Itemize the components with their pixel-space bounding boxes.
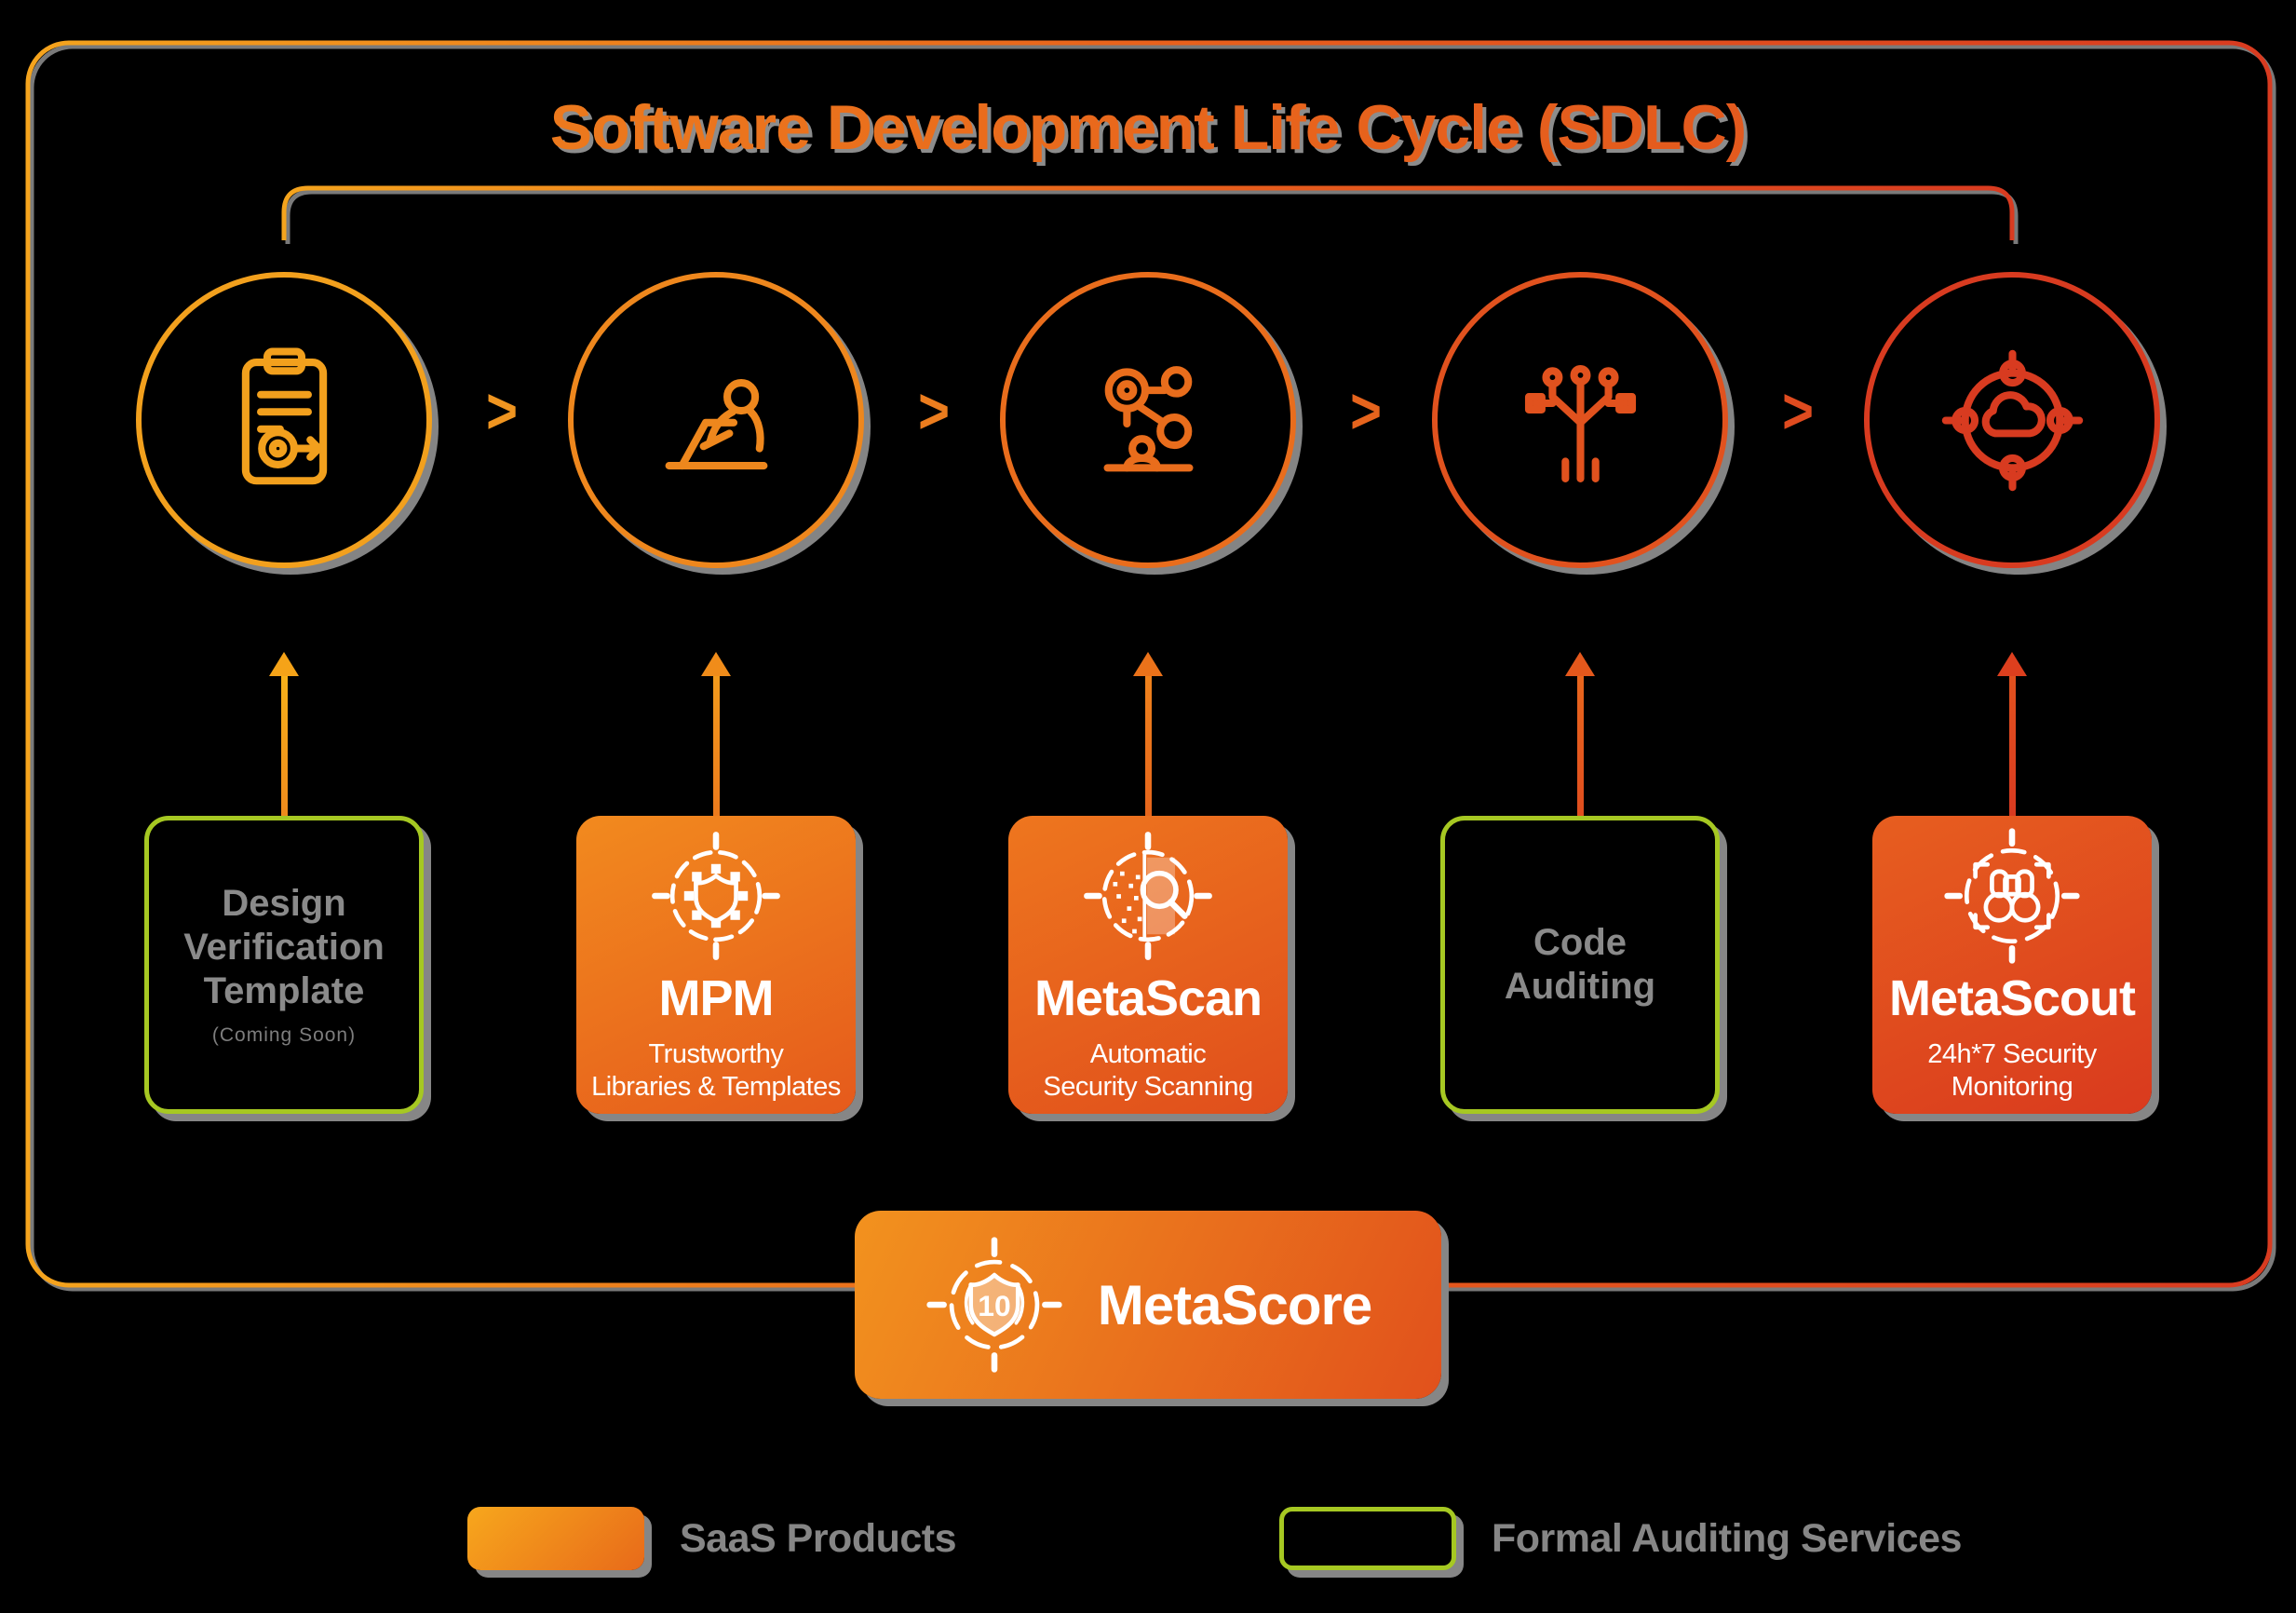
- product-subtitle-line: Monitoring: [1951, 1072, 2073, 1102]
- legend-label-auditing-services: Formal Auditing Services: [1492, 1515, 1962, 1561]
- arrow-stem: [1144, 676, 1152, 816]
- legend-label-saas-products: SaaS Products: [680, 1515, 957, 1561]
- page-title: Software Development Life Cycle (SDLC): [0, 91, 2296, 164]
- product-box-metascan: MetaScan Automatic Security Scanning: [1008, 816, 1288, 1114]
- up-arrow-connector: [1561, 652, 1599, 816]
- shield-score-icon: 10: [926, 1237, 1062, 1373]
- metascore-banner: 10 MetaScore: [855, 1211, 1441, 1399]
- product-box-mpm: MPM Trustworthy Libraries & Templates: [576, 816, 856, 1114]
- scan-magnifier-icon: [1084, 831, 1212, 960]
- stage-circle-build: [1000, 272, 1296, 568]
- arrow-stem: [280, 676, 288, 816]
- arrow-stem: [1576, 676, 1584, 816]
- product-name: MPM: [658, 969, 775, 1026]
- title-bracket-line: [281, 185, 2015, 240]
- chevron-right-icon: >: [918, 374, 950, 448]
- package-shield-icon: [652, 831, 780, 960]
- product-name: MetaScan: [1033, 969, 1263, 1026]
- metascore-name: MetaScore: [1097, 1273, 1372, 1336]
- arrow-stem: [712, 676, 720, 816]
- operate-target-icon: [1941, 349, 2083, 491]
- stage-circle-deploy: [1432, 272, 1728, 568]
- service-note: (Coming Soon): [211, 1024, 357, 1047]
- build-automation-icon: [1103, 365, 1193, 471]
- arrowhead-up-icon: [1565, 652, 1595, 676]
- product-subtitle-line: Libraries & Templates: [591, 1072, 841, 1102]
- product-subtitle-line: Security Scanning: [1043, 1072, 1253, 1102]
- service-name-line: Verification: [183, 927, 385, 969]
- service-name-line: Code: [1533, 921, 1627, 963]
- product-box-design-verification: Design Verification Template (Coming Soo…: [144, 816, 424, 1114]
- chevron-right-icon: >: [1350, 374, 1382, 448]
- legend-swatch-auditing-services: [1279, 1507, 1456, 1570]
- binoculars-scout-icon: [1944, 827, 2080, 964]
- legend-swatch-saas-products: [467, 1507, 644, 1570]
- up-arrow-connector: [697, 652, 735, 816]
- product-subtitle-line: 24h*7 Security: [1927, 1038, 2097, 1069]
- up-arrow-connector: [1129, 652, 1167, 816]
- stage-circle-operate: [1864, 272, 2160, 568]
- arrowhead-up-icon: [1997, 652, 2027, 676]
- service-name-line: Auditing: [1504, 966, 1656, 1007]
- product-subtitle-line: Automatic: [1089, 1038, 1207, 1069]
- developer-coding-icon: [665, 378, 767, 469]
- product-box-code-auditing: Code Auditing: [1440, 816, 1720, 1114]
- metascore-badge-value: 10: [978, 1289, 1010, 1322]
- product-box-metascout: MetaScout 24h*7 Security Monitoring: [1872, 816, 2152, 1114]
- up-arrow-connector: [265, 652, 303, 816]
- product-subtitle-line: Trustworthy: [648, 1038, 784, 1069]
- chevron-right-icon: >: [1782, 374, 1814, 448]
- stage-circle-design: [136, 272, 432, 568]
- service-name-line: Template: [203, 970, 365, 1012]
- arrowhead-up-icon: [701, 652, 731, 676]
- product-name: MetaScout: [1888, 969, 2136, 1026]
- up-arrow-connector: [1993, 652, 2031, 816]
- arrow-stem: [2008, 676, 2016, 816]
- arrowhead-up-icon: [1133, 652, 1163, 676]
- arrowhead-up-icon: [269, 652, 299, 676]
- chevron-right-icon: >: [486, 374, 518, 448]
- deploy-circuit-icon: [1524, 364, 1636, 482]
- stage-circle-develop: [568, 272, 864, 568]
- service-name-line: Design: [222, 882, 346, 924]
- spec-clipboard-icon: [241, 346, 327, 484]
